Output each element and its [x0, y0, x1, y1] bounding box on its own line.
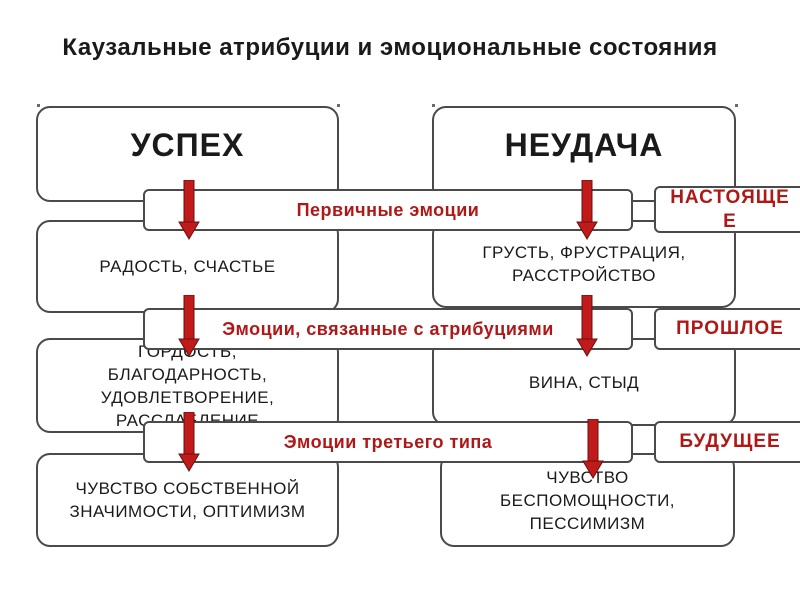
primary-emotions-band: Первичные эмоции — [143, 189, 633, 231]
attribution-emotions-band: Эмоции, связанные с атрибуциями — [143, 308, 633, 350]
past-label-box: ПРОШЛОЕ — [654, 308, 800, 350]
down-arrow-icon — [178, 295, 200, 357]
failure-header: НЕУДАЧА — [504, 126, 664, 163]
primary-emotions-label: Первичные эмоции — [296, 199, 480, 220]
down-arrow-icon — [582, 419, 604, 479]
down-arrow-icon — [576, 180, 598, 240]
failure-primary-text: ГРУСТЬ, ФРУСТРАЦИЯ, РАССТРОЙСТВО — [482, 243, 686, 285]
decor-dot — [37, 104, 40, 107]
attribution-emotions-label: Эмоции, связанные с атрибуциями — [222, 318, 554, 339]
third-type-emotions-band: Эмоции третьего типа — [143, 421, 633, 463]
success-primary-text: РАДОСТЬ, СЧАСТЬЕ — [99, 257, 276, 276]
success-header: УСПЕХ — [130, 126, 245, 163]
page-title: Каузальные атрибуции и эмоциональные сос… — [62, 34, 718, 61]
decor-dot — [735, 104, 738, 107]
present-label: НАСТОЯЩЕЕ — [670, 186, 790, 232]
future-label-box: БУДУЩЕЕ — [654, 421, 800, 463]
failure-attribution-text: ВИНА, СТЫД — [528, 372, 640, 392]
success-third-text: ЧУВСТВО СОБСТВЕННОЙ ЗНАЧИМОСТИ, ОПТИМИЗМ — [69, 479, 306, 521]
failure-attribution-box: ВИНА, СТЫД — [432, 338, 736, 426]
third-type-emotions-label: Эмоции третьего типа — [283, 431, 493, 452]
down-arrow-icon — [178, 412, 200, 472]
future-label: БУДУЩЕЕ — [679, 431, 781, 452]
down-arrow-icon — [576, 295, 598, 357]
present-label-box: НАСТОЯЩЕЕ — [654, 186, 800, 233]
down-arrow-icon — [178, 180, 200, 240]
failure-third-text: ЧУВСТВО БЕСПОМОЩНОСТИ, ПЕССИМИЗМ — [499, 467, 676, 533]
decor-dot — [432, 104, 435, 107]
past-label: ПРОШЛОЕ — [676, 318, 784, 339]
decor-dot — [337, 104, 340, 107]
